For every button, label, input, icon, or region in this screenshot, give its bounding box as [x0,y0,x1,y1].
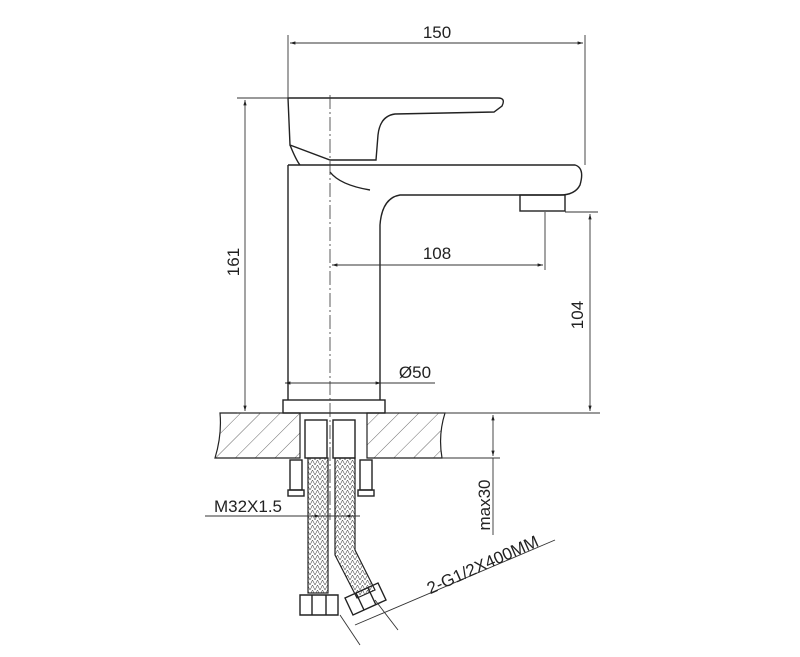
countertop-section [214,412,600,497]
height-label: 161 [224,248,243,276]
dimension-lines [205,35,598,646]
spout-height-label: 104 [568,301,587,329]
reach-label: 108 [423,244,451,263]
thread-label: M32X1.5 [214,497,282,516]
diameter-label: Ø50 [399,363,431,382]
max-thickness-label: max30 [475,479,494,530]
width-label: 150 [423,23,451,42]
supply-hoses [299,457,387,616]
faucet-body [282,95,583,520]
dimension-labels: 150 161 108 104 Ø50 M32X1.5 max30 2-G1/2… [214,23,587,598]
hose-label: 2-G1/2X400MM [424,532,541,598]
